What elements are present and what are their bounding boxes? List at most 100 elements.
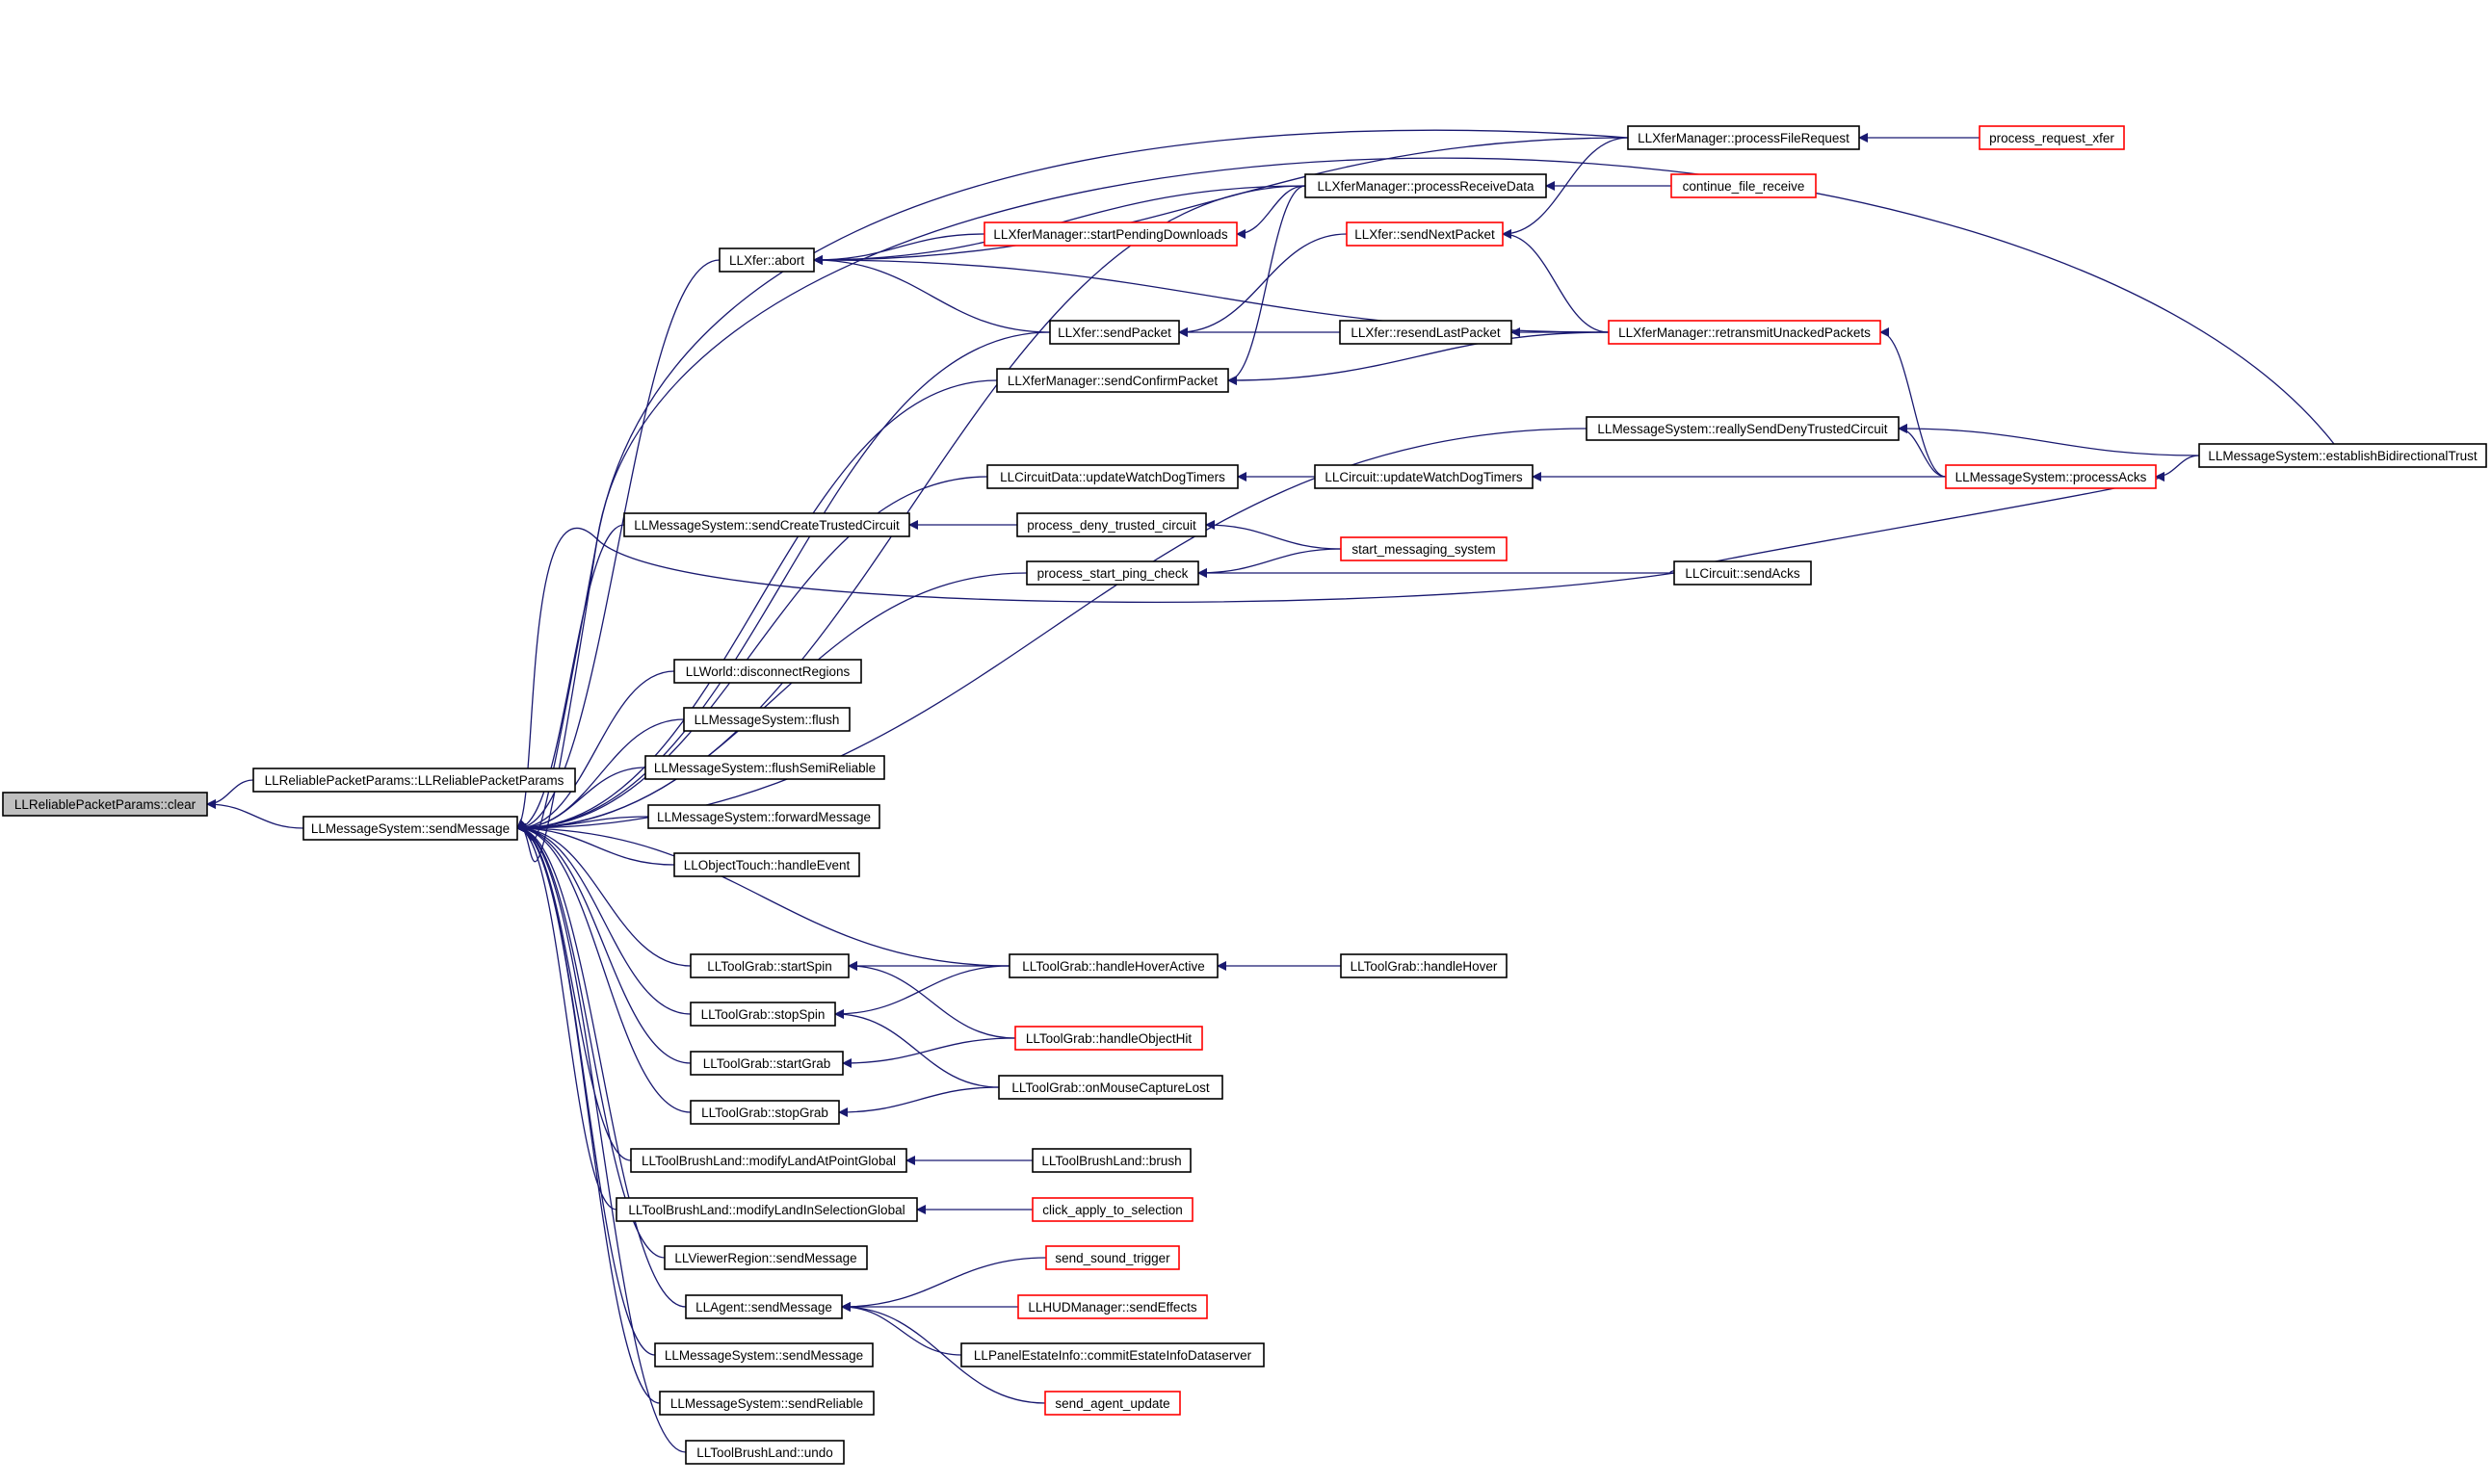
node-tss[interactable]: LLToolGrab::startSpin: [690, 953, 850, 978]
node-rlp[interactable]: LLXfer::resendLastPacket: [1339, 320, 1512, 345]
edge-sau-to-agsm: [841, 1302, 1046, 1404]
node-agsm[interactable]: LLAgent::sendMessage: [685, 1294, 843, 1319]
node-ctor[interactable]: LLReliablePacketParams::LLReliablePacket…: [252, 768, 576, 793]
node-mlis[interactable]: LLToolBrushLand::modifyLandInSelectionGl…: [616, 1197, 918, 1222]
node-tstg[interactable]: LLToolGrab::stopGrab: [690, 1100, 840, 1125]
node-box: [986, 464, 1239, 489]
edge-ebt-to-rsdt: [1898, 424, 2200, 456]
node-sau[interactable]: send_agent_update: [1044, 1391, 1181, 1416]
node-prx[interactable]: process_request_xfer: [1979, 125, 2125, 150]
node-box: [690, 1002, 836, 1027]
node-rup[interactable]: LLXferManager::retransmitUnackedPackets: [1608, 320, 1881, 345]
node-label: LLAgent::sendMessage: [695, 1300, 832, 1315]
node-fwd[interactable]: LLMessageSystem::forwardMessage: [647, 804, 880, 829]
node-cfr[interactable]: continue_file_receive: [1670, 173, 1817, 198]
node-box: [1045, 1245, 1180, 1270]
node-label: process_deny_trusted_circuit: [1027, 518, 1196, 533]
edge-msr-to-send: [516, 823, 661, 1404]
node-cdw[interactable]: LLCircuitData::updateWatchDogTimers: [986, 464, 1239, 489]
node-tbu[interactable]: LLToolBrushLand::undo: [685, 1440, 845, 1465]
node-hoh[interactable]: LLToolGrab::handleObjectHit: [1014, 1026, 1203, 1051]
edge-agsm-to-send: [516, 823, 687, 1308]
node-sms[interactable]: start_messaging_system: [1340, 536, 1508, 561]
node-label: LLViewerRegion::sendMessage: [674, 1251, 856, 1265]
node-tsg[interactable]: LLToolGrab::startGrab: [690, 1051, 844, 1076]
node-label: LLToolGrab::onMouseCaptureLost: [1011, 1080, 1210, 1095]
nodes-layer: LLReliablePacketParams::clear LLReliableP…: [2, 125, 2487, 1465]
node-scp[interactable]: LLXferManager::sendConfirmPacket: [996, 368, 1229, 393]
node-label: LLMessageSystem::sendReliable: [670, 1396, 863, 1411]
node-cw[interactable]: LLCircuit::updateWatchDogTimers: [1314, 464, 1534, 489]
node-box: [998, 1075, 1223, 1100]
node-label: LLXferManager::startPendingDownloads: [993, 227, 1227, 242]
node-label: LLMessageSystem::sendMessage: [665, 1348, 863, 1363]
node-box: [1009, 953, 1219, 978]
node-label: LLReliablePacketParams::clear: [14, 797, 197, 812]
node-box: [1670, 173, 1817, 198]
node-box: [1346, 221, 1504, 247]
node-tbb[interactable]: LLToolBrushLand::brush: [1032, 1148, 1192, 1173]
edge-omcl-to-tsts: [834, 1009, 1000, 1088]
node-pfr[interactable]: LLXferManager::processFileRequest: [1627, 125, 1860, 150]
edge-send-to-root: [206, 799, 304, 829]
node-label: LLXferManager::retransmitUnackedPackets: [1618, 325, 1871, 340]
node-spd[interactable]: LLXferManager::startPendingDownloads: [984, 221, 1238, 247]
node-label: LLToolBrushLand::modifyLandInSelectionGl…: [628, 1203, 905, 1217]
node-mlap[interactable]: LLToolBrushLand::modifyLandAtPointGlobal: [630, 1148, 907, 1173]
node-box: [659, 1391, 875, 1416]
node-label: start_messaging_system: [1351, 542, 1495, 557]
node-wdr[interactable]: LLWorld::disconnectRegions: [673, 659, 862, 684]
edge-sms-to-pdtc: [1205, 520, 1342, 550]
node-box: [1314, 464, 1534, 489]
edge-sms-to-pspc: [1197, 548, 1342, 578]
node-label: LLToolGrab::startSpin: [707, 959, 832, 974]
edges-layer: [206, 129, 2335, 1453]
node-label: LLXferManager::sendConfirmPacket: [1008, 374, 1219, 388]
node-ebt[interactable]: LLMessageSystem::establishBidirectionalT…: [2198, 443, 2487, 468]
node-box: [630, 1148, 907, 1173]
node-prd[interactable]: LLXferManager::processReceiveData: [1304, 173, 1547, 198]
node-label: LLToolBrushLand::modifyLandAtPointGlobal: [642, 1154, 896, 1168]
node-label: LLMessageSystem::flushSemiReliable: [654, 761, 876, 775]
edge-sst-to-agsm: [841, 1257, 1047, 1312]
node-send[interactable]: LLMessageSystem::sendMessage: [302, 816, 518, 841]
node-fsr[interactable]: LLMessageSystem::flushSemiReliable: [644, 755, 885, 780]
node-vrsm[interactable]: LLViewerRegion::sendMessage: [664, 1245, 868, 1270]
node-box: [690, 953, 850, 978]
node-csa[interactable]: LLCircuit::sendAcks: [1673, 560, 1812, 586]
node-hse[interactable]: LLHUDManager::sendEffects: [1017, 1294, 1208, 1319]
node-box: [1049, 320, 1180, 345]
node-cats[interactable]: click_apply_to_selection: [1032, 1197, 1194, 1222]
node-sctc[interactable]: LLMessageSystem::sendCreateTrustedCircui…: [623, 512, 910, 537]
edge-rsdt-to-send: [516, 428, 1587, 833]
edge-sp-to-send: [516, 331, 1051, 833]
node-label: LLToolGrab::stopGrab: [701, 1106, 828, 1120]
node-ceid[interactable]: LLPanelEstateInfo::commitEstateInfoDatas…: [960, 1342, 1265, 1367]
node-box: [302, 816, 518, 841]
node-pa[interactable]: LLMessageSystem::processAcks: [1945, 464, 2157, 489]
node-label: continue_file_receive: [1683, 179, 1805, 194]
node-omcl[interactable]: LLToolGrab::onMouseCaptureLost: [998, 1075, 1223, 1100]
node-snp[interactable]: LLXfer::sendNextPacket: [1346, 221, 1504, 247]
edge-msm2-to-send: [516, 823, 656, 1356]
node-abort[interactable]: LLXfer::abort: [719, 247, 815, 273]
node-box: [1339, 320, 1512, 345]
node-hh[interactable]: LLToolGrab::handleHover: [1340, 953, 1508, 978]
node-oth[interactable]: LLObjectTouch::handleEvent: [673, 852, 860, 877]
node-tsts[interactable]: LLToolGrab::stopSpin: [690, 1002, 836, 1027]
node-hha[interactable]: LLToolGrab::handleHoverActive: [1009, 953, 1219, 978]
node-msm2[interactable]: LLMessageSystem::sendMessage: [654, 1342, 874, 1367]
node-box: [623, 512, 910, 537]
node-pspc[interactable]: process_start_ping_check: [1026, 560, 1199, 586]
node-pdtc[interactable]: process_deny_trusted_circuit: [1016, 512, 1207, 537]
node-sp[interactable]: LLXfer::sendPacket: [1049, 320, 1180, 345]
node-rsdt[interactable]: LLMessageSystem::reallySendDenyTrustedCi…: [1586, 416, 1900, 441]
edge-sp-to-abort: [813, 255, 1051, 333]
node-flush[interactable]: LLMessageSystem::flush: [683, 707, 851, 732]
node-box: [1304, 173, 1547, 198]
edge-tsg-to-send: [516, 823, 692, 1064]
node-msr[interactable]: LLMessageSystem::sendReliable: [659, 1391, 875, 1416]
node-sst[interactable]: send_sound_trigger: [1045, 1245, 1180, 1270]
edge-prd-to-scp: [1227, 185, 1306, 385]
